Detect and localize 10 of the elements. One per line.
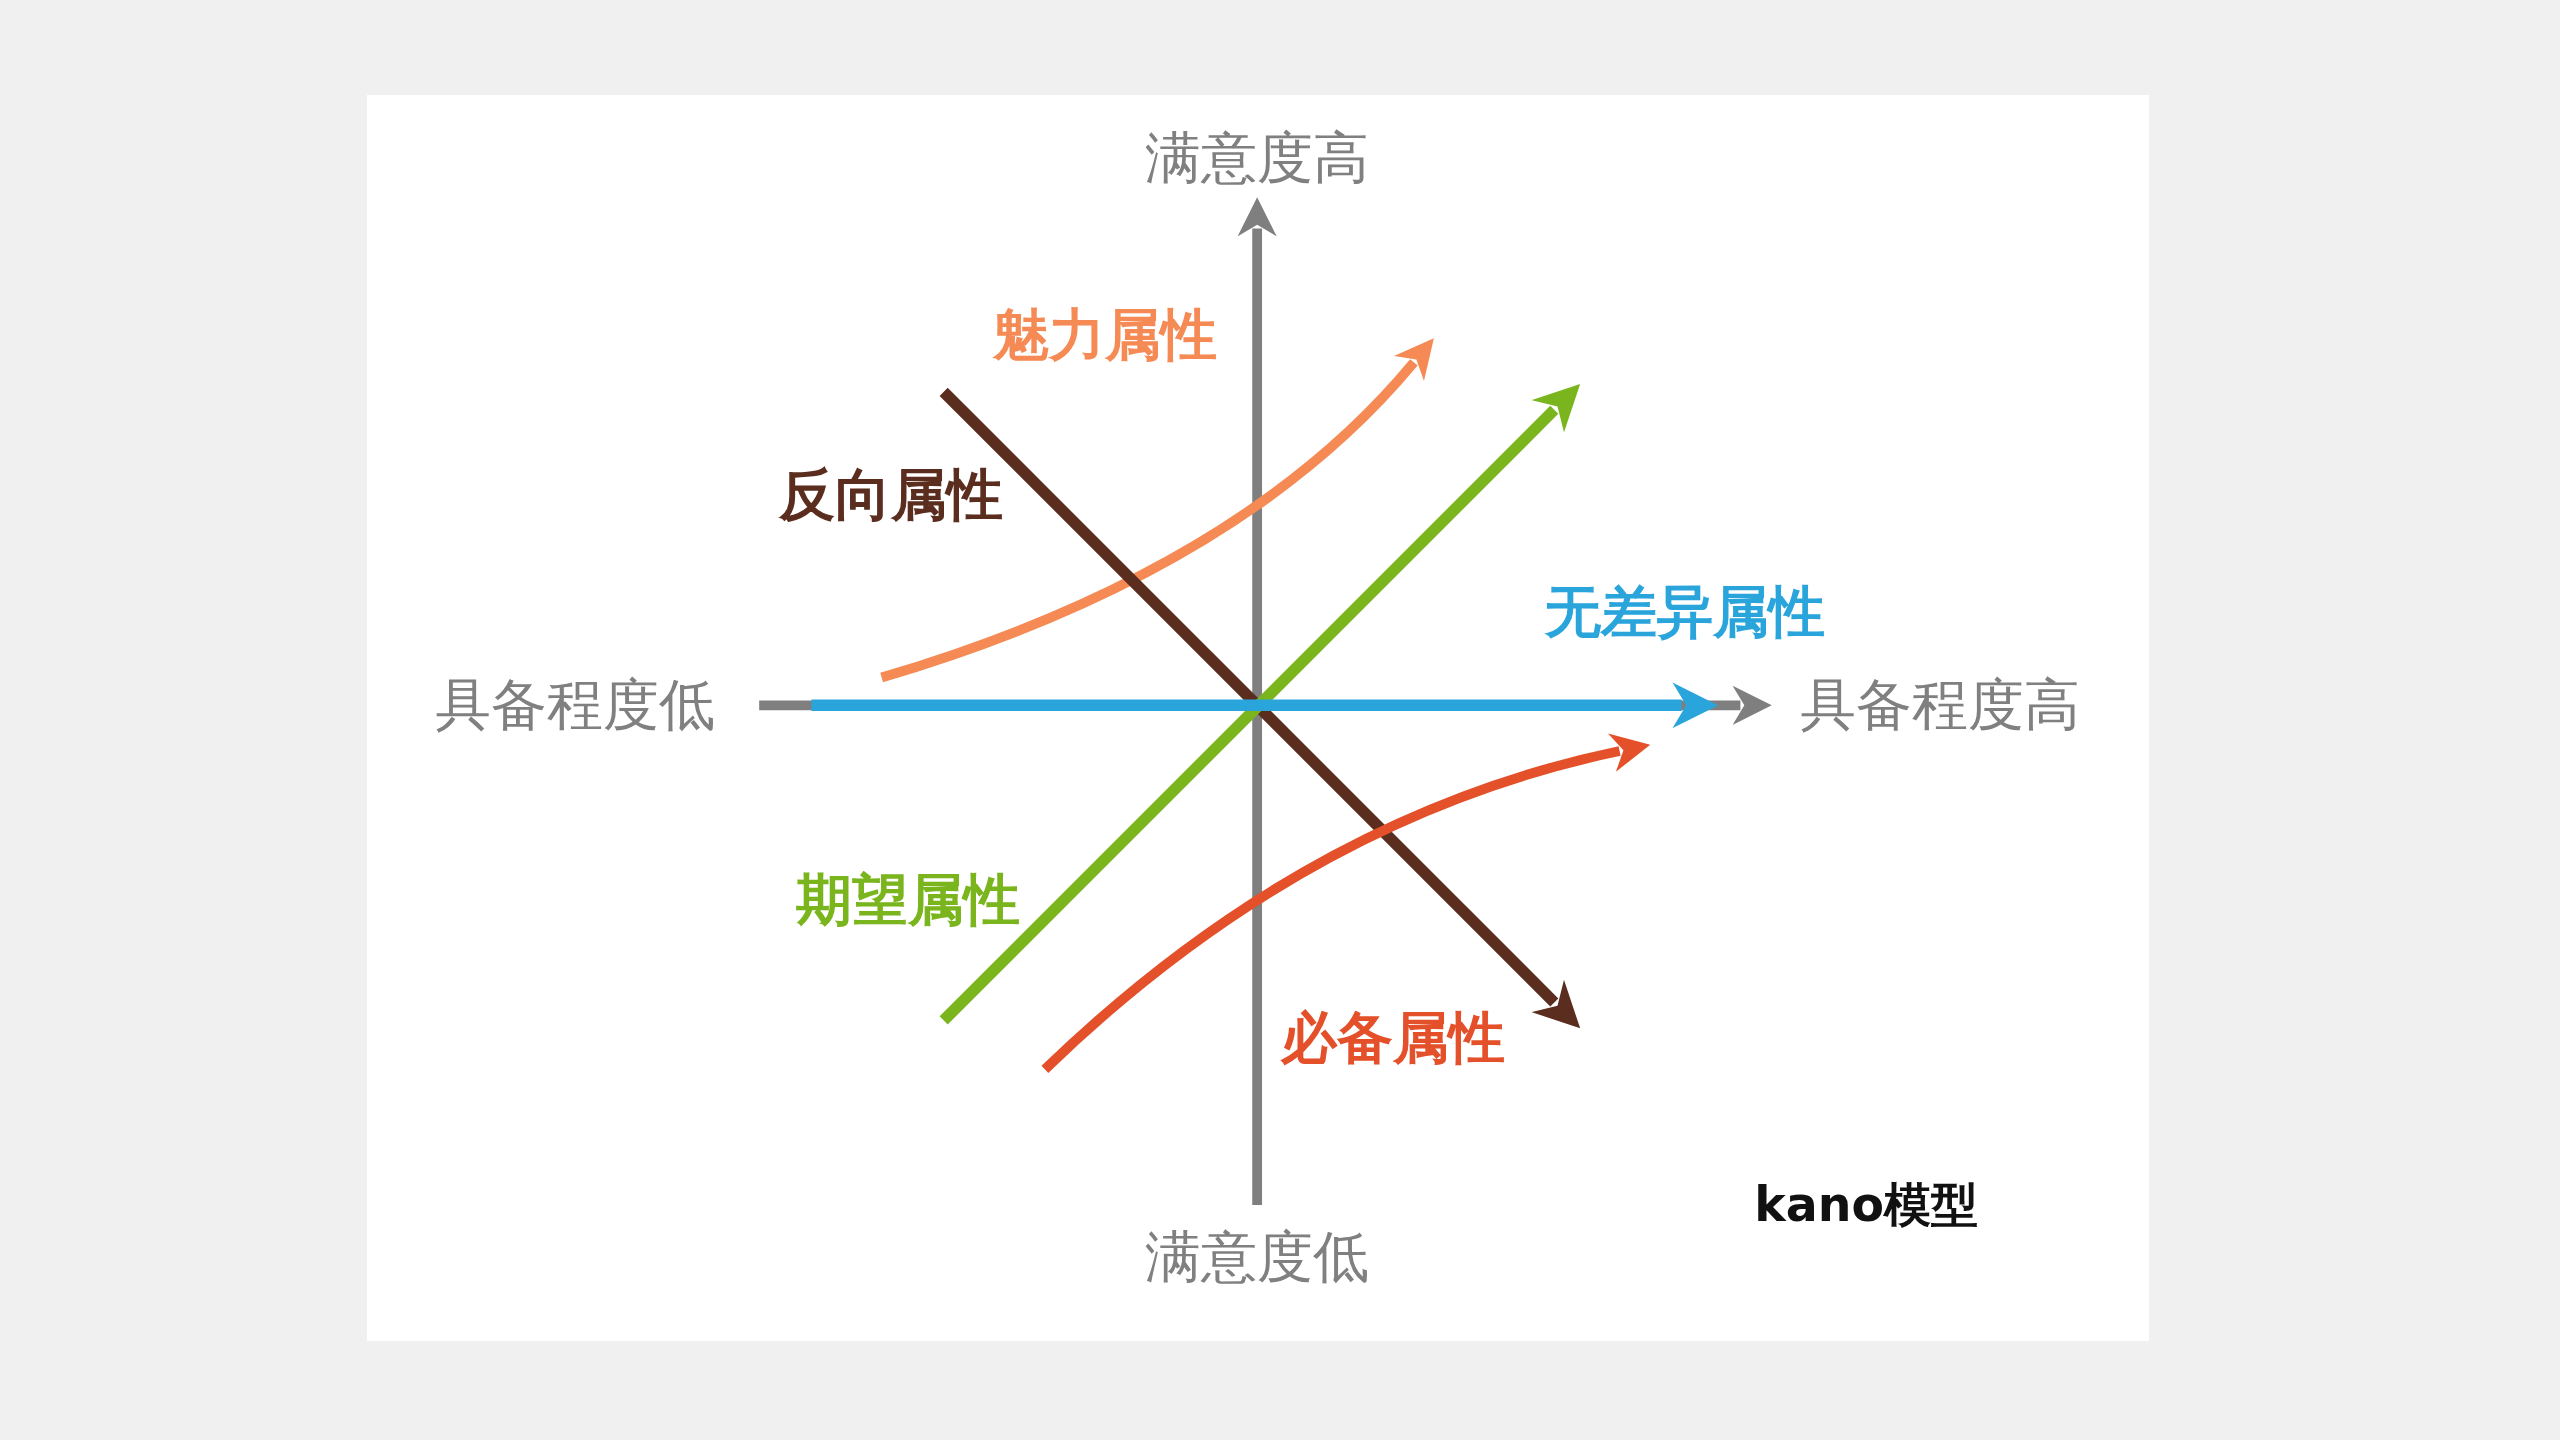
curve-label: 必备属性 bbox=[1280, 1004, 1505, 1073]
axis-label: 满意度低 bbox=[1145, 1223, 1370, 1291]
caption: kano模型 bbox=[1754, 1176, 1978, 1234]
curve-label: 魅力属性 bbox=[993, 300, 1218, 369]
axis-label: 具备程度高 bbox=[1799, 671, 2080, 740]
curve-label: 无差异属性 bbox=[1544, 578, 1825, 646]
axis-label: 满意度高 bbox=[1145, 124, 1370, 193]
curve-label: 反向属性 bbox=[779, 460, 1004, 529]
axis-label: 具备程度低 bbox=[434, 671, 715, 740]
curve-label: 期望属性 bbox=[795, 865, 1020, 934]
